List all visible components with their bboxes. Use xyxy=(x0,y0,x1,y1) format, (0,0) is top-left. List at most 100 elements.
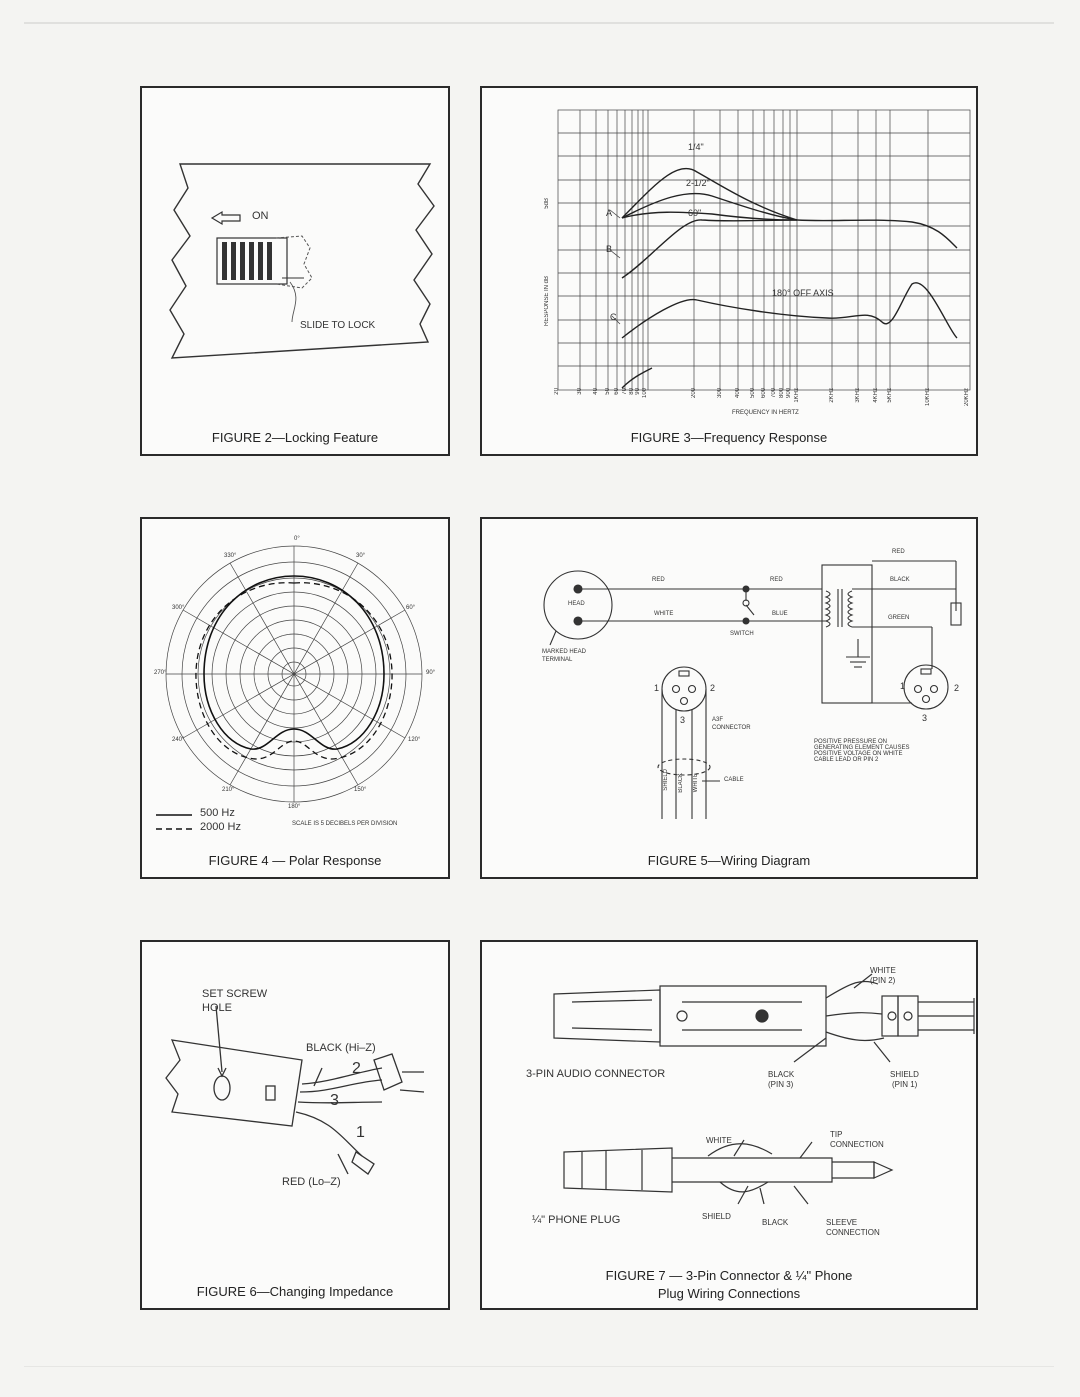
tick-3khz: 3KHz xyxy=(855,388,861,403)
angle-270: 270° xyxy=(154,670,167,676)
figure-7-caption-line-1: FIGURE 7 — 3-Pin Connector & ¼" Phone xyxy=(605,1268,853,1283)
phone-plug-label: ¼" PHONE PLUG xyxy=(532,1214,621,1226)
black-label: BLACK xyxy=(762,1218,789,1227)
angle-300: 300° xyxy=(172,605,185,611)
note-line-1: POSITIVE PRESSURE ON xyxy=(814,739,888,745)
tick-4khz: 4KHz xyxy=(873,388,879,403)
polar-response-graph xyxy=(156,545,423,830)
tip-label-a: TIP xyxy=(830,1130,843,1139)
angle-210: 210° xyxy=(222,787,235,793)
angle-0: 0° xyxy=(294,536,300,542)
wire-number-3: 3 xyxy=(330,1092,339,1109)
tick-400: 400 xyxy=(735,388,741,399)
figure-6-panel: SET SCREW HOLE BLACK (Hi–Z) RED (Lo–Z) 1… xyxy=(140,940,450,1310)
graph-grid xyxy=(557,109,971,391)
green-wire-label: GREEN xyxy=(888,615,910,621)
angle-90: 90° xyxy=(426,670,436,676)
polar-grid xyxy=(165,545,423,803)
sleeve-label-a: SLEEVE xyxy=(826,1218,858,1227)
head-label: HEAD xyxy=(568,601,585,607)
figure-5-caption: FIGURE 5—Wiring Diagram xyxy=(647,853,811,868)
tick-500: 500 xyxy=(750,388,756,399)
tip-label-b: CONNECTION xyxy=(830,1140,884,1149)
sleeve-label-b: CONNECTION xyxy=(826,1228,880,1237)
figure-3-caption: FIGURE 3—Frequency Response xyxy=(630,430,828,445)
tick-5khz: 5KHz xyxy=(887,388,893,403)
note-line-2: GENERATING ELEMENT CAUSES xyxy=(814,745,910,751)
page-bottom-edge xyxy=(24,1366,1054,1367)
legend-500hz: 500 Hz xyxy=(200,807,235,819)
figure-2-panel: ON SLIDE TO LOCK FIGURE 2—Locking Featur… xyxy=(140,86,450,456)
shield-pin1-label-b: (PIN 1) xyxy=(892,1080,918,1089)
x-axis-label: FREQUENCY IN HERTZ xyxy=(732,410,799,416)
angle-60: 60° xyxy=(406,605,416,611)
cable-label: CABLE xyxy=(724,777,744,783)
scale-note: SCALE IS 5 DECIBELS PER DIVISION xyxy=(292,821,398,827)
changing-impedance-illustration xyxy=(165,1005,425,1175)
blue-wire-label: BLUE xyxy=(772,611,788,617)
figure-4-panel: 0° 30° 60° 90° 120° 150° 180° 210° 240° … xyxy=(140,517,450,879)
audio-connector-label: 3-PIN AUDIO CONNECTOR xyxy=(526,1068,666,1080)
angle-120: 120° xyxy=(408,737,421,743)
shield-pin1-label-a: SHIELD xyxy=(890,1070,919,1079)
tick-60: 60 xyxy=(614,388,620,395)
curve-label-quarter: 1/4" xyxy=(688,142,704,152)
black-hiz-label: BLACK (Hi–Z) xyxy=(306,1042,376,1054)
switch-label: SWITCH xyxy=(730,631,754,637)
tick-30: 30 xyxy=(577,388,583,395)
figure-7-panel: WHITE (PIN 2) 3-PIN AUDIO CONNECTOR BLAC… xyxy=(480,940,978,1310)
angle-30: 30° xyxy=(356,553,366,559)
tick-90: 90 xyxy=(635,388,641,395)
pin-2b-label: 2 xyxy=(954,683,960,693)
wire-number-2: 2 xyxy=(352,1060,361,1077)
on-label: ON xyxy=(252,210,269,222)
tick-20khz: 20KHz xyxy=(964,388,970,407)
curve-label-two-half: 2-1/2" xyxy=(686,178,710,188)
shield-label: SHIELD xyxy=(702,1212,731,1221)
frequency-response-graph xyxy=(557,109,971,391)
wire-number-1: 1 xyxy=(356,1124,365,1141)
y-axis-label: RESPONSE IN dB xyxy=(544,276,550,327)
slide-to-lock-label: SLIDE TO LOCK xyxy=(300,320,376,331)
legend-2000hz: 2000 Hz xyxy=(200,821,241,833)
pin-1-label: 1 xyxy=(654,683,660,693)
curve-leaders xyxy=(609,209,621,325)
tick-300: 300 xyxy=(717,388,723,399)
tick-600: 600 xyxy=(761,388,767,399)
polar-500hz-curve xyxy=(203,575,385,750)
tick-20: 20 xyxy=(554,388,560,395)
terminal-label: TERMINAL xyxy=(542,657,573,663)
tick-2khz: 2KHz xyxy=(829,388,835,403)
connector-wiring-illustration xyxy=(553,973,975,1205)
polar-2000hz-curve xyxy=(195,582,393,760)
black-pin3-label-a: BLACK xyxy=(768,1070,795,1079)
tick-70: 70 xyxy=(622,388,628,395)
pin-3-label: 3 xyxy=(680,715,686,725)
red-wire-label-2: RED xyxy=(770,577,783,583)
angle-240: 240° xyxy=(172,737,185,743)
tick-700: 700 xyxy=(771,388,777,399)
locking-feature-illustration xyxy=(169,163,435,359)
red-wire-label-3: RED xyxy=(892,549,905,555)
polarity-note: POSITIVE PRESSURE ON GENERATING ELEMENT … xyxy=(814,739,909,763)
note-line-4: CABLE LEAD OR PIN 2 xyxy=(814,757,879,763)
off-axis-label: 180° OFF AXIS xyxy=(772,288,834,298)
curve-label-sixty: 60" xyxy=(688,208,702,218)
black-pin3-label-b: (PIN 3) xyxy=(768,1080,794,1089)
db-scale-label: 5dB xyxy=(544,198,550,209)
hole-label: HOLE xyxy=(202,1002,232,1014)
tick-100: 100 xyxy=(642,388,648,399)
tick-900: 900 xyxy=(786,388,792,399)
figure-5-panel: HEAD RED RED RED WHITE BLUE BLACK GREEN … xyxy=(480,517,978,879)
row-label-b: B xyxy=(606,244,613,254)
white-pin2-label-a: WHITE xyxy=(870,966,896,975)
white-label: WHITE xyxy=(706,1136,732,1145)
tick-800: 800 xyxy=(779,388,785,399)
tick-1khz: 1KHz xyxy=(794,388,800,403)
wiring-diagram xyxy=(543,560,962,819)
angle-150: 150° xyxy=(354,787,367,793)
angle-330: 330° xyxy=(224,553,237,559)
white-pin2-label-b: (PIN 2) xyxy=(870,976,896,985)
connector-label: CONNECTOR xyxy=(712,725,751,731)
